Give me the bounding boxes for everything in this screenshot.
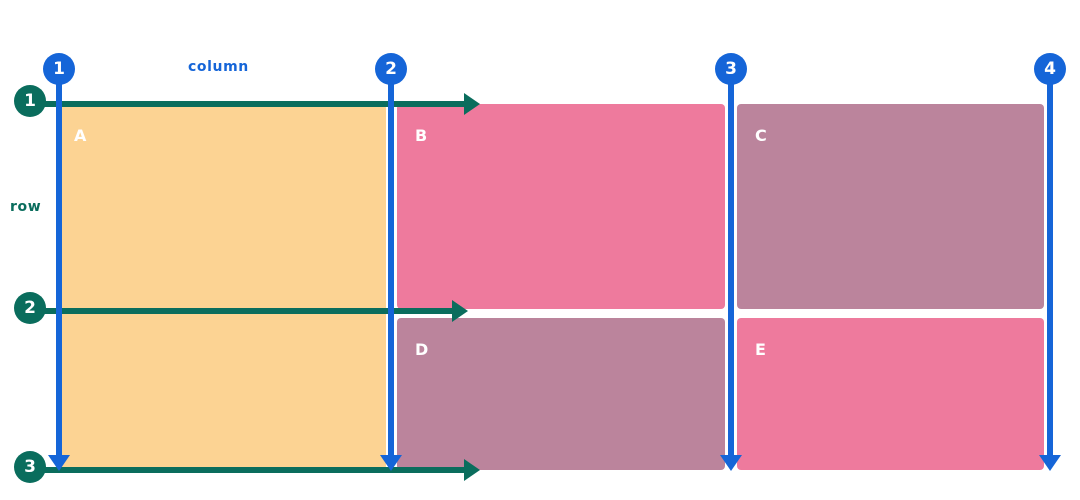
column-line-3-arrowhead: [720, 455, 742, 471]
column-line-1-number: 1: [53, 58, 65, 79]
row-line-3-number: 3: [24, 456, 36, 477]
column-line-2-number: 2: [385, 58, 397, 79]
column-line-4-arrowhead: [1039, 455, 1061, 471]
column-line-2-arrowhead: [380, 455, 402, 471]
column-axis-caption: column: [188, 59, 249, 75]
grid-area-b-label: B: [415, 126, 428, 145]
column-line-1-arrowhead: [48, 455, 70, 471]
grid-area-d-label: D: [415, 340, 429, 359]
row-line-3: [44, 467, 464, 473]
row-line-3-arrowhead: [464, 459, 480, 481]
column-line-3-badge: 3: [715, 53, 747, 85]
grid-area-c: C: [737, 104, 1044, 309]
column-line-4-number: 4: [1044, 58, 1056, 79]
column-line-3-number: 3: [725, 58, 737, 79]
row-line-1-badge: 1: [14, 85, 46, 117]
grid-area-e-label: E: [755, 340, 767, 359]
grid-area-c-label: C: [755, 126, 768, 145]
column-line-3: [728, 76, 734, 460]
row-line-1-arrowhead: [464, 93, 480, 115]
grid-area-a: A: [56, 104, 386, 470]
row-line-3-badge: 3: [14, 451, 46, 483]
column-line-1: [56, 76, 62, 460]
column-line-2: [388, 76, 394, 460]
column-line-1-badge: 1: [43, 53, 75, 85]
row-line-2-number: 2: [24, 297, 36, 318]
row-line-2: [44, 308, 452, 314]
column-line-4: [1047, 76, 1053, 460]
row-line-1: [44, 101, 464, 107]
grid-area-b: B: [397, 104, 725, 309]
column-line-4-badge: 4: [1034, 53, 1066, 85]
grid-area-d: D: [397, 318, 725, 470]
row-line-1-number: 1: [24, 90, 36, 111]
grid-area-e: E: [737, 318, 1044, 470]
row-line-2-arrowhead: [452, 300, 468, 322]
row-line-2-badge: 2: [14, 292, 46, 324]
row-axis-caption: row: [10, 199, 42, 215]
column-line-2-badge: 2: [375, 53, 407, 85]
grid-area-a-label: A: [74, 126, 87, 145]
